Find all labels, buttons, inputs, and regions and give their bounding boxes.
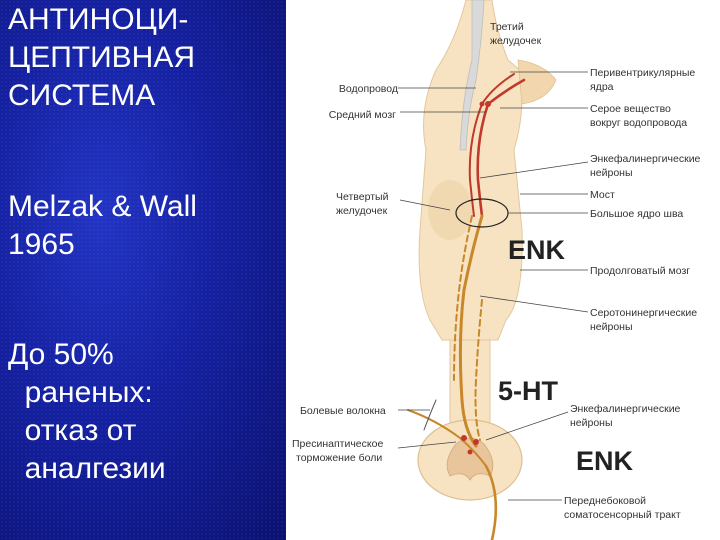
- label-aqueduct: Водопровод: [339, 83, 398, 95]
- label-presynaptic-1: Пресинаптическое: [292, 438, 383, 450]
- antinociceptive-diagram: Водопровод Средний мозг Четвертый желудо…: [286, 0, 720, 540]
- fiber-pathways: [407, 73, 526, 540]
- label-fourth-ventricle-2: желудочек: [336, 205, 388, 217]
- midbrain-bulge: [517, 59, 557, 105]
- label-fourth-ventricle-1: Четвертый: [336, 191, 389, 203]
- label-tract-2: соматосенсорный тракт: [564, 509, 681, 521]
- spinal-cord-segment: [449, 339, 491, 431]
- label-third-ventricle-1: Третий: [490, 21, 524, 33]
- label-gray-matter-2: вокруг водопровода: [590, 117, 687, 129]
- label-enk-neurons-bottom-1: Энкефалинергические: [570, 403, 681, 415]
- label-enk-neurons-bottom-2: нейроны: [570, 417, 613, 429]
- label-periventricular-1: Перивентрикулярные: [590, 67, 695, 79]
- spinal-gray-matter: [446, 437, 494, 481]
- label-third-ventricle-2: желудочек: [490, 35, 542, 47]
- label-enk-neurons-top-2: нейроны: [590, 167, 633, 179]
- label-serotonergic-2: нейроны: [590, 321, 633, 333]
- label-medulla: Продолговатый мозг: [590, 265, 690, 277]
- clinical-note: До 50% раненых: отказ от аналгезии: [8, 338, 166, 485]
- ventricle-cavity: [459, 0, 485, 151]
- label-periventricular-2: ядра: [590, 81, 614, 93]
- label-serotonin: 5-HT: [498, 376, 559, 406]
- label-serotonergic-1: Серотонинергические: [590, 307, 697, 319]
- label-gray-matter-1: Серое вещество: [590, 103, 671, 115]
- label-enk-bottom: ENK: [576, 446, 634, 476]
- label-tract-1: Переднебоковой: [564, 495, 646, 507]
- reference-citation: Melzak & Wall 1965: [8, 190, 197, 261]
- label-pons: Мост: [590, 189, 615, 201]
- label-enk-top: ENK: [508, 235, 566, 265]
- label-pain-fibers: Болевые волокна: [300, 405, 386, 417]
- left-text-panel: АНТИНОЦИ- ЦЕПТИВНАЯ СИСТЕМА Melzak & Wal…: [0, 0, 286, 540]
- label-presynaptic-2: торможение боли: [296, 452, 382, 464]
- leader-lines: [397, 71, 589, 501]
- label-raphe: Большое ядро шва: [590, 208, 683, 220]
- label-midbrain: Средний мозг: [329, 109, 396, 121]
- label-enk-neurons-top-1: Энкефалинергические: [590, 153, 701, 165]
- neuron-markers: [461, 101, 491, 455]
- slide-title: АНТИНОЦИ- ЦЕПТИВНАЯ СИСТЕМА: [8, 3, 196, 112]
